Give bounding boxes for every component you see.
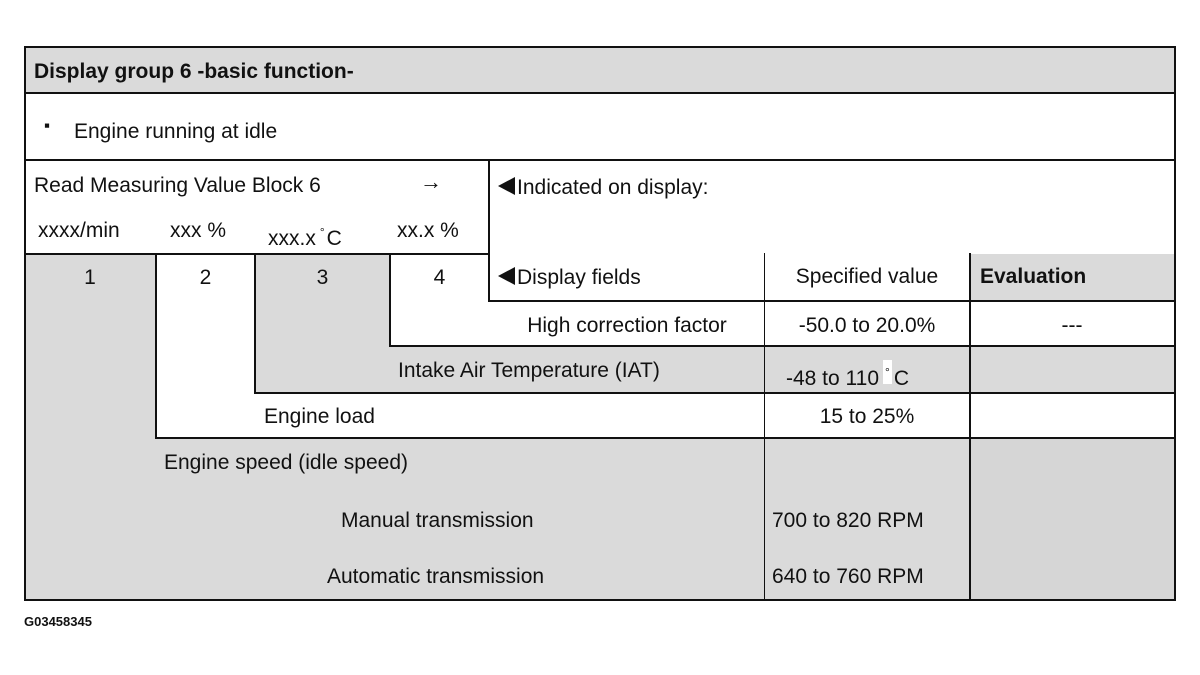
line bbox=[389, 253, 391, 347]
line bbox=[24, 253, 490, 255]
row-spec-iat: -48 to 110°C bbox=[786, 360, 909, 391]
field-number-2: 2 bbox=[199, 266, 212, 289]
unit-3-value: xxx.x bbox=[268, 227, 316, 250]
specified-value-header: Specified value bbox=[795, 265, 939, 288]
unit-4: xx.x % bbox=[397, 219, 459, 242]
row-eval-high-correction: --- bbox=[1061, 314, 1083, 337]
degree-sign: ° bbox=[319, 225, 325, 239]
indicated-on-display: Indicated on display: bbox=[498, 176, 708, 200]
line bbox=[488, 159, 490, 302]
iat-spec-range: -48 to 110 bbox=[786, 367, 880, 390]
speed-manual-label: Manual transmission bbox=[341, 509, 534, 532]
speed-manual-spec: 700 to 820 RPM bbox=[772, 509, 924, 532]
line bbox=[1174, 46, 1176, 601]
evaluation-header bbox=[970, 254, 1176, 301]
line bbox=[24, 46, 1176, 48]
iat-row-bg bbox=[255, 346, 1176, 393]
line bbox=[24, 92, 1176, 94]
condition-bullet: ▪ bbox=[44, 116, 51, 135]
unit-3-celsius: C bbox=[326, 227, 342, 250]
read-block-label: Read Measuring Value Block 6 bbox=[34, 174, 321, 197]
line bbox=[24, 46, 26, 601]
row-label-high-correction: High correction factor bbox=[527, 314, 727, 337]
pointer-left-icon bbox=[498, 177, 515, 195]
degree-sign: ° bbox=[883, 360, 892, 384]
field-number-4: 4 bbox=[433, 266, 446, 289]
display-fields-header: Display fields bbox=[498, 266, 641, 290]
line bbox=[24, 599, 1176, 601]
row-label-iat: Intake Air Temperature (IAT) bbox=[398, 359, 660, 382]
iat-spec-unit: C bbox=[893, 367, 909, 390]
line bbox=[489, 300, 1176, 302]
line bbox=[156, 437, 1176, 439]
figure-id: G03458345 bbox=[24, 614, 92, 629]
evaluation-header-label: Evaluation bbox=[980, 265, 1087, 288]
row-label-engine-speed: Engine speed (idle speed) bbox=[164, 451, 409, 474]
line bbox=[390, 345, 1176, 347]
display-fields-label: Display fields bbox=[517, 266, 641, 289]
field-number-1: 1 bbox=[84, 266, 96, 289]
line bbox=[254, 253, 256, 394]
line bbox=[155, 253, 157, 439]
line bbox=[255, 392, 1176, 394]
speed-automatic-spec: 640 to 760 RPM bbox=[772, 565, 924, 588]
eval-gray-column bbox=[970, 438, 1176, 600]
title-bar bbox=[24, 47, 1176, 93]
speed-automatic-label: Automatic transmission bbox=[327, 565, 545, 588]
line bbox=[969, 253, 971, 600]
row-spec-high-correction: -50.0 to 20.0% bbox=[798, 314, 936, 337]
line bbox=[24, 159, 1176, 161]
unit-2: xxx % bbox=[170, 219, 227, 242]
line bbox=[764, 253, 765, 600]
unit-3: xxx.x°C bbox=[268, 220, 342, 251]
pointer-left-icon bbox=[498, 267, 515, 285]
row-label-engine-load: Engine load bbox=[264, 405, 375, 428]
arrow-right-icon: → bbox=[420, 169, 442, 194]
condition-text: Engine running at idle bbox=[74, 120, 278, 143]
row-spec-engine-load: 15 to 25% bbox=[819, 405, 915, 428]
field-number-3: 3 bbox=[316, 266, 329, 289]
unit-1: xxxx/min bbox=[38, 219, 120, 242]
table-title: Display group 6 -basic function- bbox=[34, 60, 354, 83]
indicated-label: Indicated on display: bbox=[517, 176, 709, 199]
